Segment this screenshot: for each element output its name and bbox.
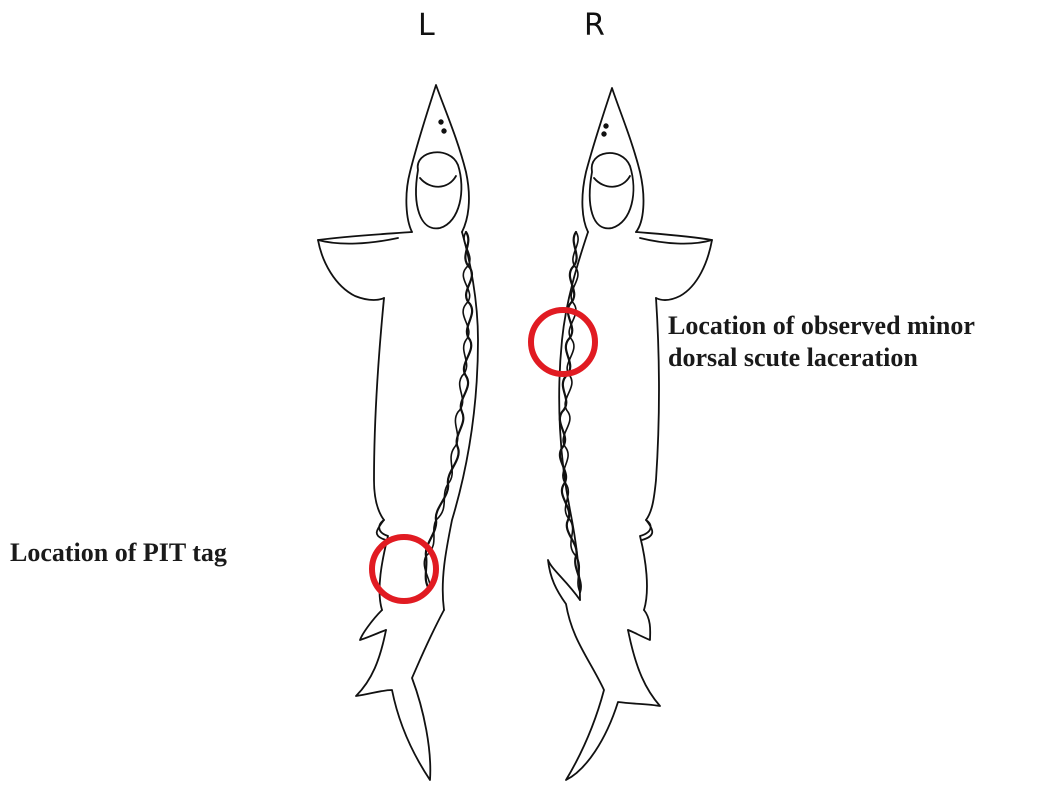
left-fish-head-bulge bbox=[416, 152, 461, 228]
right-fish-scute-row bbox=[560, 232, 581, 592]
left-fish-body-right bbox=[443, 232, 478, 610]
left-fish-mouth bbox=[420, 176, 456, 187]
pit-tag-annotation: Location of PIT tag bbox=[10, 537, 227, 569]
laceration-marker-circle bbox=[531, 310, 595, 374]
left-fish bbox=[318, 85, 478, 780]
laceration-annotation: Location of observed minor dorsal scute … bbox=[668, 310, 975, 374]
right-fish-eye-spot bbox=[602, 132, 606, 136]
right-fish-head-bulge bbox=[590, 153, 634, 228]
left-fish-pelvic-fin bbox=[377, 520, 386, 540]
right-fish-body-right bbox=[640, 298, 659, 610]
left-fish-eye-spot bbox=[439, 120, 443, 124]
left-fish-eye-spot bbox=[442, 129, 446, 133]
left-fish-snout bbox=[406, 85, 469, 232]
right-fish-tail bbox=[548, 560, 660, 780]
laceration-annotation-line1: Location of observed minor bbox=[668, 310, 975, 342]
left-fish-tail bbox=[356, 610, 444, 780]
laceration-annotation-line2: dorsal scute laceration bbox=[668, 342, 975, 374]
left-fish-anal-fin bbox=[360, 610, 386, 640]
left-fish-body-left bbox=[374, 298, 388, 610]
right-fish bbox=[548, 88, 712, 780]
right-fish-anal-fin bbox=[628, 610, 650, 640]
right-fish-eye-spot bbox=[604, 124, 608, 128]
right-fish-mouth bbox=[594, 176, 630, 187]
